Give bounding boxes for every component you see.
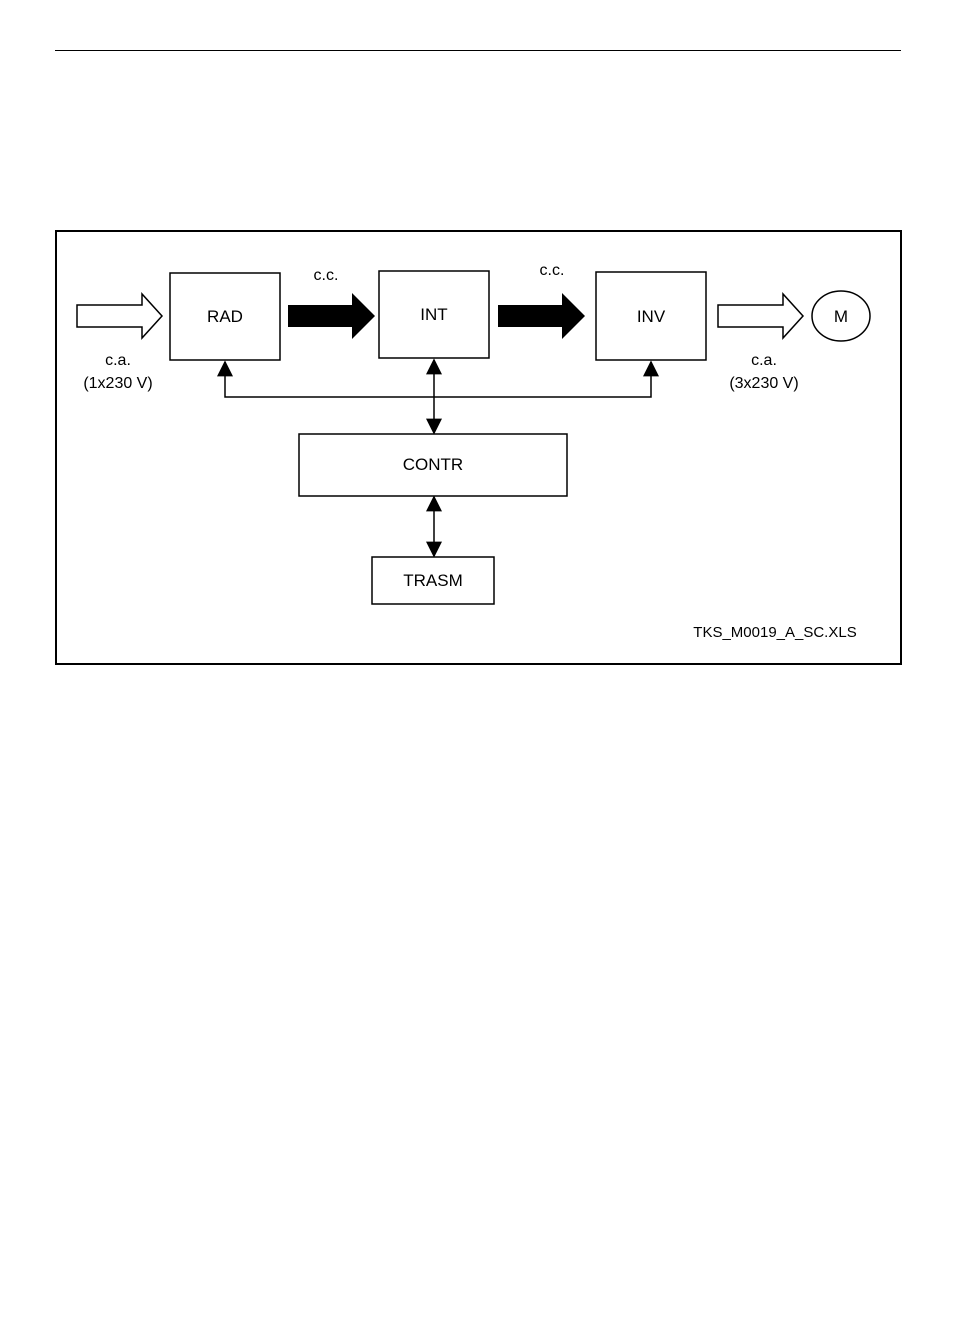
file-reference: TKS_M0019_A_SC.XLS <box>693 624 856 641</box>
dc-label-2: c.c. <box>540 262 565 279</box>
motor-label: M <box>834 307 848 326</box>
ac-output-label-line1: c.a. <box>751 352 777 369</box>
dc-label-1: c.c. <box>314 267 339 284</box>
control-bus-line <box>225 362 651 397</box>
int-label: INT <box>420 305 447 324</box>
dc-arrow-1 <box>288 293 375 339</box>
ac-output-arrow <box>718 294 803 338</box>
ac-input-label-line2: (1x230 V) <box>83 375 152 392</box>
trasm-label: TRASM <box>403 571 463 590</box>
ac-input-label-line1: c.a. <box>105 352 131 369</box>
ac-output-label-line2: (3x230 V) <box>729 375 798 392</box>
rad-label: RAD <box>207 307 243 326</box>
ac-input-arrow <box>77 294 162 338</box>
inv-label: INV <box>637 307 666 326</box>
dc-arrow-2 <box>498 293 585 339</box>
contr-label: CONTR <box>403 455 463 474</box>
